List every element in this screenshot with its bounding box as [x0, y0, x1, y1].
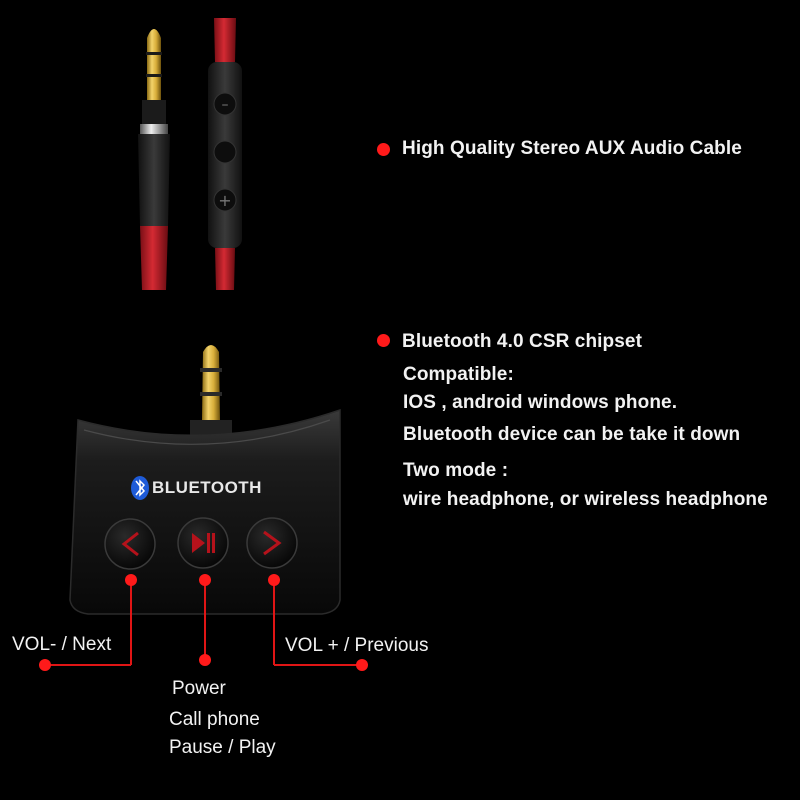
svg-text:–: –: [222, 97, 229, 113]
feature-chipset: Bluetooth 4.0 CSR chipset: [402, 331, 643, 352]
feature-two-mode-desc: wire headphone, or wireless headphone: [403, 489, 768, 510]
feature-compatible-systems: IOS , android windows phone.: [403, 392, 678, 413]
bluetooth-receiver: [69, 345, 341, 615]
inline-remote: – +: [208, 18, 242, 290]
bullet-dot-icon: [377, 143, 390, 156]
svg-text:+: +: [218, 191, 231, 210]
feature-compatible-title: Compatible:: [403, 364, 514, 385]
callout-right-label: VOL + / Previous: [285, 635, 429, 656]
feature-two-mode-title: Two mode :: [403, 460, 509, 481]
bullet-dot-icon: [377, 334, 390, 347]
callout-center-line1: Power: [172, 678, 226, 699]
device-brand-label: BLUETOOTH: [152, 478, 262, 497]
feature-detachable: Bluetooth device can be take it down: [403, 424, 741, 445]
callout-center-line2: Call phone: [169, 709, 260, 730]
callout-center-line3: Pause / Play: [169, 737, 276, 758]
feature-aux-cable: High Quality Stereo AUX Audio Cable: [402, 138, 742, 159]
bluetooth-logo-icon: [131, 476, 149, 500]
callout-left-label: VOL- / Next: [12, 634, 112, 655]
aux-jack-plug: [138, 29, 170, 290]
callout-lines: [39, 574, 368, 671]
